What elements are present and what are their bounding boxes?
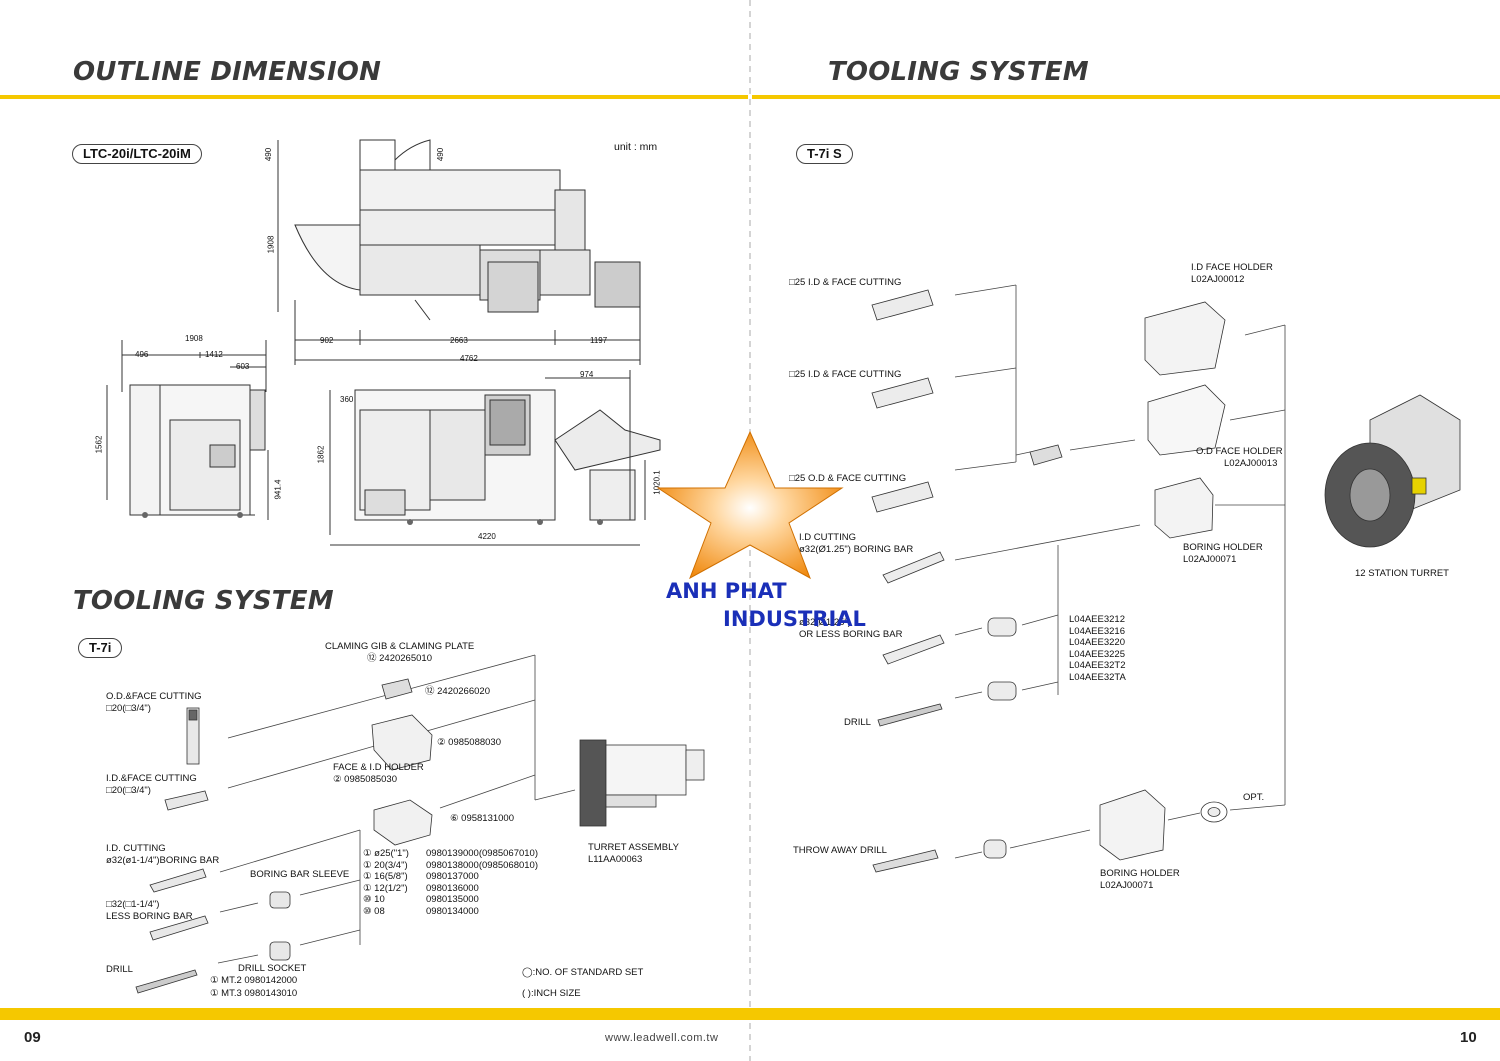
claming-label: CLAMING GIB & CLAMING PLATE ⑫ 2420265010: [325, 641, 475, 664]
watermark-line2: INDUSTRIAL: [723, 607, 866, 631]
dim-front-b: 974: [580, 370, 594, 379]
drill-label-right: DRILL: [844, 717, 871, 728]
dim-front-a: 360: [340, 395, 354, 404]
unit-label: unit : mm: [614, 141, 658, 153]
dim-front-w: 4220: [478, 532, 496, 541]
drill-label-left: DRILL: [106, 964, 133, 975]
dim-total: 4762: [460, 354, 478, 363]
t7i-label: T-7i: [78, 638, 123, 658]
boring-bar-sleeve-label: BORING BAR SLEEVE: [250, 869, 350, 880]
dim-w3: 1197: [590, 336, 608, 345]
id-face-2-label: □25 I.D & FACE CUTTING: [789, 369, 902, 380]
dim-side-b: 1412: [205, 350, 223, 359]
turret-label: 12 STATION TURRET: [1355, 568, 1449, 579]
drill-socket-label: DRILL SOCKET: [238, 963, 307, 974]
throw-away-drill-label: THROW AWAY DRILL: [793, 845, 887, 856]
face-id-holder-label: FACE & I.D HOLDER ② 0985085030: [333, 762, 424, 785]
mt2-label: ① MT.2 0980142000: [210, 975, 298, 986]
t7is-label: T-7i S: [796, 144, 853, 164]
legend-standard: ◯:NO. OF STANDARD SET: [522, 967, 644, 978]
header-rule-left: [0, 95, 748, 99]
dim-side-total: 1908: [185, 334, 203, 343]
model-label: LTC-20i/LTC-20iM: [72, 144, 202, 164]
size-code-list: 0980139000(0985067010) 0980138000(098506…: [426, 848, 538, 917]
page-number-left: 09: [24, 1029, 41, 1046]
od-face-cutting-label: O.D.&FACE CUTTING□20(□3/4"): [106, 691, 202, 714]
footer-bar: [0, 1008, 1500, 1020]
size-list: ① ø25("1") ① 20(3/4") ① 16(5/8") ① 12(1/…: [363, 848, 409, 917]
legend-inch: ( ):INCH SIZE: [522, 988, 581, 999]
code-list: L04AEE3212 L04AEE3216 L04AEE3220 L04AEE3…: [1069, 614, 1126, 683]
part-holder6-label: ⑥ 0958131000: [450, 813, 514, 824]
tooling-system-title-left: TOOLING SYSTEM: [73, 586, 334, 616]
dim-side-c: 603: [236, 362, 250, 371]
header-rule-right: [752, 95, 1500, 99]
od-face-label: □25 O.D & FACE CUTTING: [789, 473, 907, 484]
watermark-line1: ANH PHAT: [666, 579, 787, 603]
outline-dimension-title: OUTLINE DIMENSION: [73, 57, 382, 87]
website-url[interactable]: www.leadwell.com.tw: [605, 1032, 719, 1044]
part-holder2-label: ② 0985088030: [437, 737, 501, 748]
mt3-label: ① MT.3 0980143010: [210, 988, 298, 999]
opt-label: OPT.: [1243, 792, 1265, 803]
id-face-cutting-label: I.D.&FACE CUTTING□20(□3/4"): [106, 773, 197, 796]
tooling-system-title-right: TOOLING SYSTEM: [828, 57, 1089, 87]
less-boring-label-right: ø32(Ø1.25")OR LESS BORING BAR: [799, 617, 903, 640]
id-face-1-label: □25 I.D & FACE CUTTING: [789, 277, 902, 288]
dim-w2: 2663: [450, 336, 468, 345]
less-boring-bar-label: □32(□1-1/4")LESS BORING BAR: [106, 899, 193, 922]
part-gib-label: ⑫ 2420266020: [425, 686, 490, 697]
dim-side-a: 496: [135, 350, 149, 359]
dim-w1: 902: [320, 336, 334, 345]
page-number-right: 10: [1460, 1029, 1477, 1046]
